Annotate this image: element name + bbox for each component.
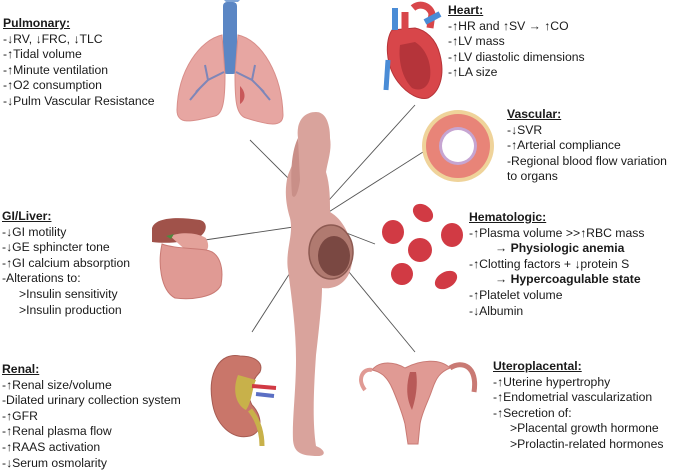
gi-liver-subitem: >Insulin sensitivity <box>19 286 118 301</box>
pulmonary-panel: Pulmonary: -↓RV, ↓FRC, ↓TLC -↑Tidal volu… <box>3 16 155 110</box>
uterus-icon <box>359 360 478 445</box>
pulmonary-item: -↓Pulm Vascular Resistance <box>3 93 155 108</box>
uteroplacental-item: -↑Secretion of: <box>493 405 572 420</box>
red-blood-cells-icon <box>382 203 463 290</box>
heart-title: Heart: <box>448 3 484 17</box>
hematologic-item: -↑Plasma volume >>↑RBC mass <box>469 225 645 240</box>
renal-item: -↑Renal plasma flow <box>2 424 112 439</box>
hematologic-item: -↑Platelet volume <box>469 287 563 302</box>
pulmonary-item: -↑Minute ventilation <box>3 62 108 77</box>
pulmonary-item: -↓RV, ↓FRC, ↓TLC <box>3 31 103 46</box>
hematologic-result: → Physiologic anemia <box>495 241 625 256</box>
gi-liver-panel: GI/Liver: -↓GI motility -↓GE sphincter t… <box>2 209 130 318</box>
renal-title: Renal: <box>2 362 40 376</box>
uteroplacental-subitem: >Prolactin-related hormones <box>510 436 664 451</box>
fetus-icon <box>308 224 354 280</box>
uteroplacental-title: Uteroplacental: <box>493 359 582 373</box>
heart-item: -↑LV diastolic dimensions <box>448 49 585 64</box>
gi-liver-icon <box>152 218 223 300</box>
vascular-panel: Vascular: -↓SVR -↑Arterial compliance -R… <box>507 107 667 185</box>
pregnant-woman-figure <box>285 112 353 456</box>
vascular-item: -↓SVR <box>507 122 543 137</box>
vascular-item: -Regional blood flow variation <box>507 153 667 168</box>
kidney-icon <box>210 355 277 447</box>
gi-liver-item: -↑GI calcium absorption <box>2 255 131 270</box>
renal-item: -↑RAAS activation <box>2 439 101 454</box>
hematologic-panel: Hematologic: -↑Plasma volume >>↑RBC mass… <box>469 210 644 319</box>
renal-item: -↓Serum osmolarity <box>2 455 107 470</box>
vascular-item: to organs <box>507 169 558 184</box>
gi-liver-item: -↓GE sphincter tone <box>2 240 110 255</box>
hematologic-result: → Hypercoagulable state <box>495 272 641 287</box>
renal-item: -↑Renal size/volume <box>2 377 112 392</box>
pulmonary-item: -↑Tidal volume <box>3 47 82 62</box>
heart-item: -↑LV mass <box>448 34 505 49</box>
vascular-item: -↑Arterial compliance <box>507 138 621 153</box>
pulmonary-title: Pulmonary: <box>3 16 71 30</box>
hematologic-title: Hematologic: <box>469 210 547 224</box>
gi-liver-title: GI/Liver: <box>2 209 52 223</box>
blood-vessel-icon <box>422 110 494 182</box>
gi-liver-subitem: >Insulin production <box>19 302 122 317</box>
pulmonary-item: -↑O2 consumption <box>3 78 102 93</box>
renal-panel: Renal: -↑Renal size/volume -Dilated urin… <box>2 362 181 471</box>
hematologic-item: -↑Clotting factors + ↓protein S <box>469 256 630 271</box>
heart-item: -↑HR and ↑SV → ↑CO <box>448 18 569 33</box>
lungs-icon <box>176 0 284 125</box>
uteroplacental-item: -↑Endometrial vascularization <box>493 390 653 405</box>
heart-panel: Heart: -↑HR and ↑SV → ↑CO -↑LV mass -↑LV… <box>448 3 585 81</box>
renal-item: -Dilated urinary collection system <box>2 393 181 408</box>
gi-liver-item: -Alterations to: <box>2 271 81 286</box>
hematologic-item: -↓Albumin <box>469 303 524 318</box>
uteroplacental-subitem: >Placental growth hormone <box>510 421 659 436</box>
uteroplacental-item: -↑Uterine hypertrophy <box>493 374 611 389</box>
uteroplacental-panel: Uteroplacental: -↑Uterine hypertrophy -↑… <box>493 359 663 453</box>
heart-icon <box>383 1 443 99</box>
renal-item: -↑GFR <box>2 408 38 423</box>
vascular-title: Vascular: <box>507 107 562 121</box>
gi-liver-item: -↓GI motility <box>2 224 67 239</box>
heart-item: -↑LA size <box>448 65 498 80</box>
